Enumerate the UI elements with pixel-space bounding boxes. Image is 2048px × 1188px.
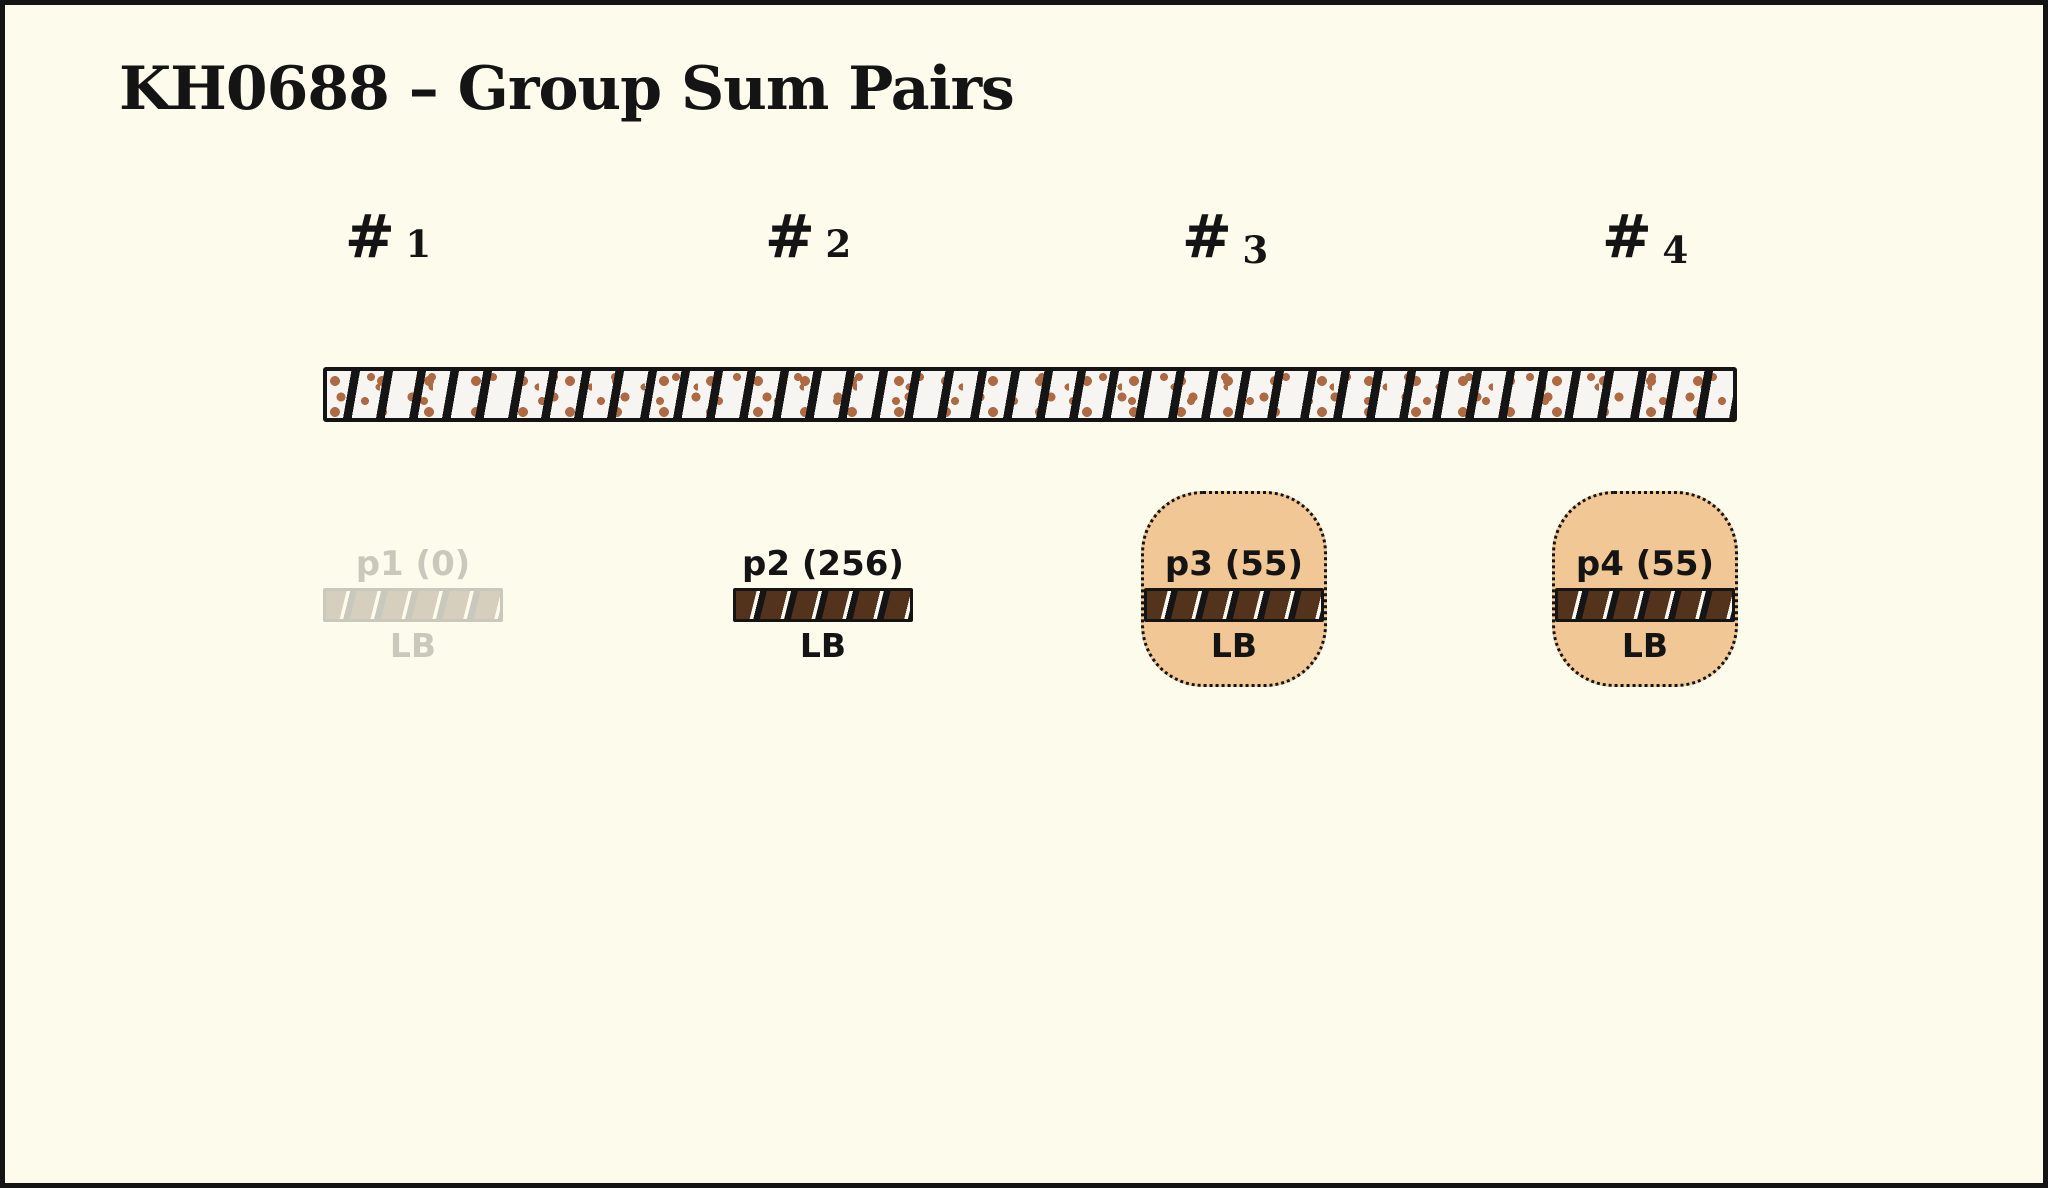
page-title: KH0688 – Group Sum Pairs xyxy=(119,54,1015,124)
group-sub-label: LB xyxy=(389,626,437,665)
group-label: p2 (256) xyxy=(742,544,904,584)
group-sub-label: LB xyxy=(799,626,847,665)
group-p2-bar xyxy=(733,588,913,622)
hash-glyph: # xyxy=(764,202,815,272)
group-p1-bar xyxy=(323,588,503,622)
group-p4[interactable]: p4 (55) LB xyxy=(1552,491,1738,687)
column-number: 3 xyxy=(1242,227,1269,272)
group-p4-bar xyxy=(1555,588,1735,622)
column-header-4: #4 xyxy=(1602,207,1689,269)
group-label: p3 (55) xyxy=(1164,544,1304,584)
group-label: p4 (55) xyxy=(1575,544,1715,584)
group-sub-label: LB xyxy=(1210,626,1258,665)
hash-glyph: # xyxy=(344,202,395,272)
hash-glyph: # xyxy=(1181,202,1232,272)
column-number: 4 xyxy=(1662,227,1689,272)
column-header-2: #2 xyxy=(765,207,852,267)
group-p2[interactable]: p2 (256) LB xyxy=(733,491,913,687)
group-p3-bar xyxy=(1144,588,1324,622)
group-sub-label: LB xyxy=(1621,626,1669,665)
group-p3[interactable]: p3 (55) LB xyxy=(1141,491,1327,687)
column-header-1: #1 xyxy=(345,207,432,267)
column-number: 2 xyxy=(825,222,852,266)
total-speckled-bar xyxy=(323,367,1737,422)
column-header-3: #3 xyxy=(1182,207,1269,269)
group-label: p1 (0) xyxy=(355,544,471,584)
hash-glyph: # xyxy=(1601,202,1652,272)
group-p1[interactable]: p1 (0) LB xyxy=(323,491,503,687)
column-number: 1 xyxy=(405,222,432,266)
